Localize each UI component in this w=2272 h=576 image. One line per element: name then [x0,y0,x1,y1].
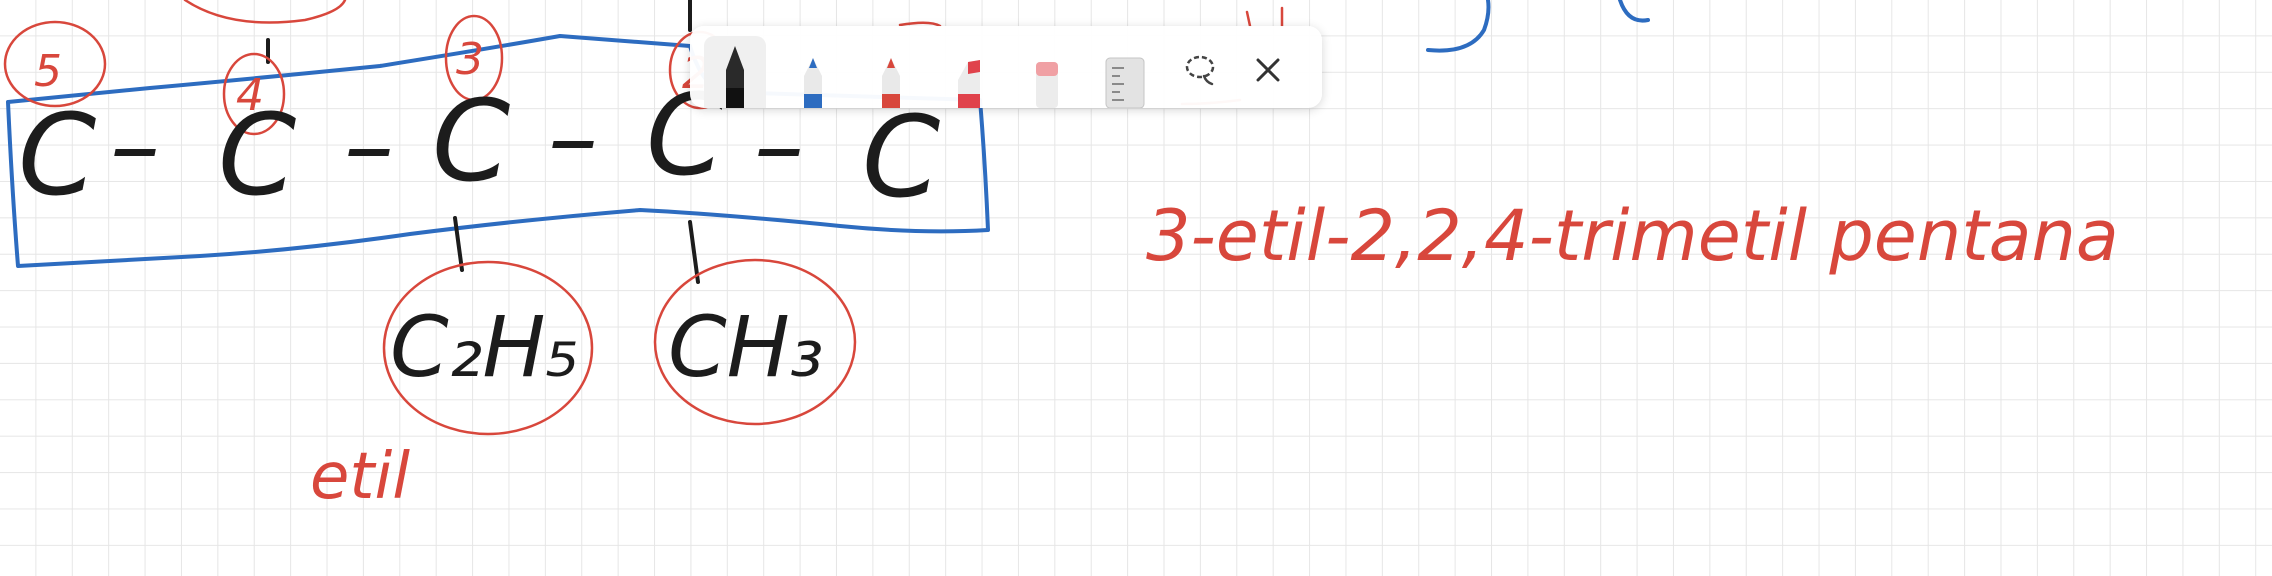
methyl-circle [653,258,857,426]
methyl-group: CH₃ [668,298,824,396]
carbon-atom-2: C [218,91,296,221]
bond-2: – [344,87,394,204]
bond-to-methyl [688,220,700,284]
highlighter-tool[interactable] [938,36,1000,108]
eraser-tool[interactable] [1016,36,1078,108]
bond-to-ethyl [453,216,464,272]
carbon-atom-5: C [862,93,940,223]
ethyl-circle [382,260,594,436]
ethyl-group: C₂H₅ [390,298,579,396]
carbon-atom-1: C [18,91,96,221]
black-pen-tool[interactable] [704,36,766,108]
pen-toolbar [690,26,1322,108]
carbon-atom-3: C [432,77,510,207]
carbon-number-1: 5 [34,46,62,97]
bond-3: – [548,79,598,196]
carbon-number-2: 4 [236,70,264,121]
close-icon [1251,53,1285,92]
main-chain-box [6,34,990,268]
ruler-tool[interactable] [1094,36,1156,108]
bond-1: – [110,87,160,204]
lasso-select-icon [1182,50,1222,95]
lasso-select-button[interactable] [1172,36,1232,108]
carbon-chain: C – C – C – C – C [18,71,940,223]
iupac-name: 3-etil-2,2,4-trimetil pentana [1146,195,2119,277]
red-pen-tool[interactable] [860,36,922,108]
ethyl-label: etil [310,440,410,514]
carbon-number-3: 3 [456,34,484,85]
blue-pen-tool[interactable] [782,36,844,108]
close-toolbar-button[interactable] [1238,36,1298,108]
